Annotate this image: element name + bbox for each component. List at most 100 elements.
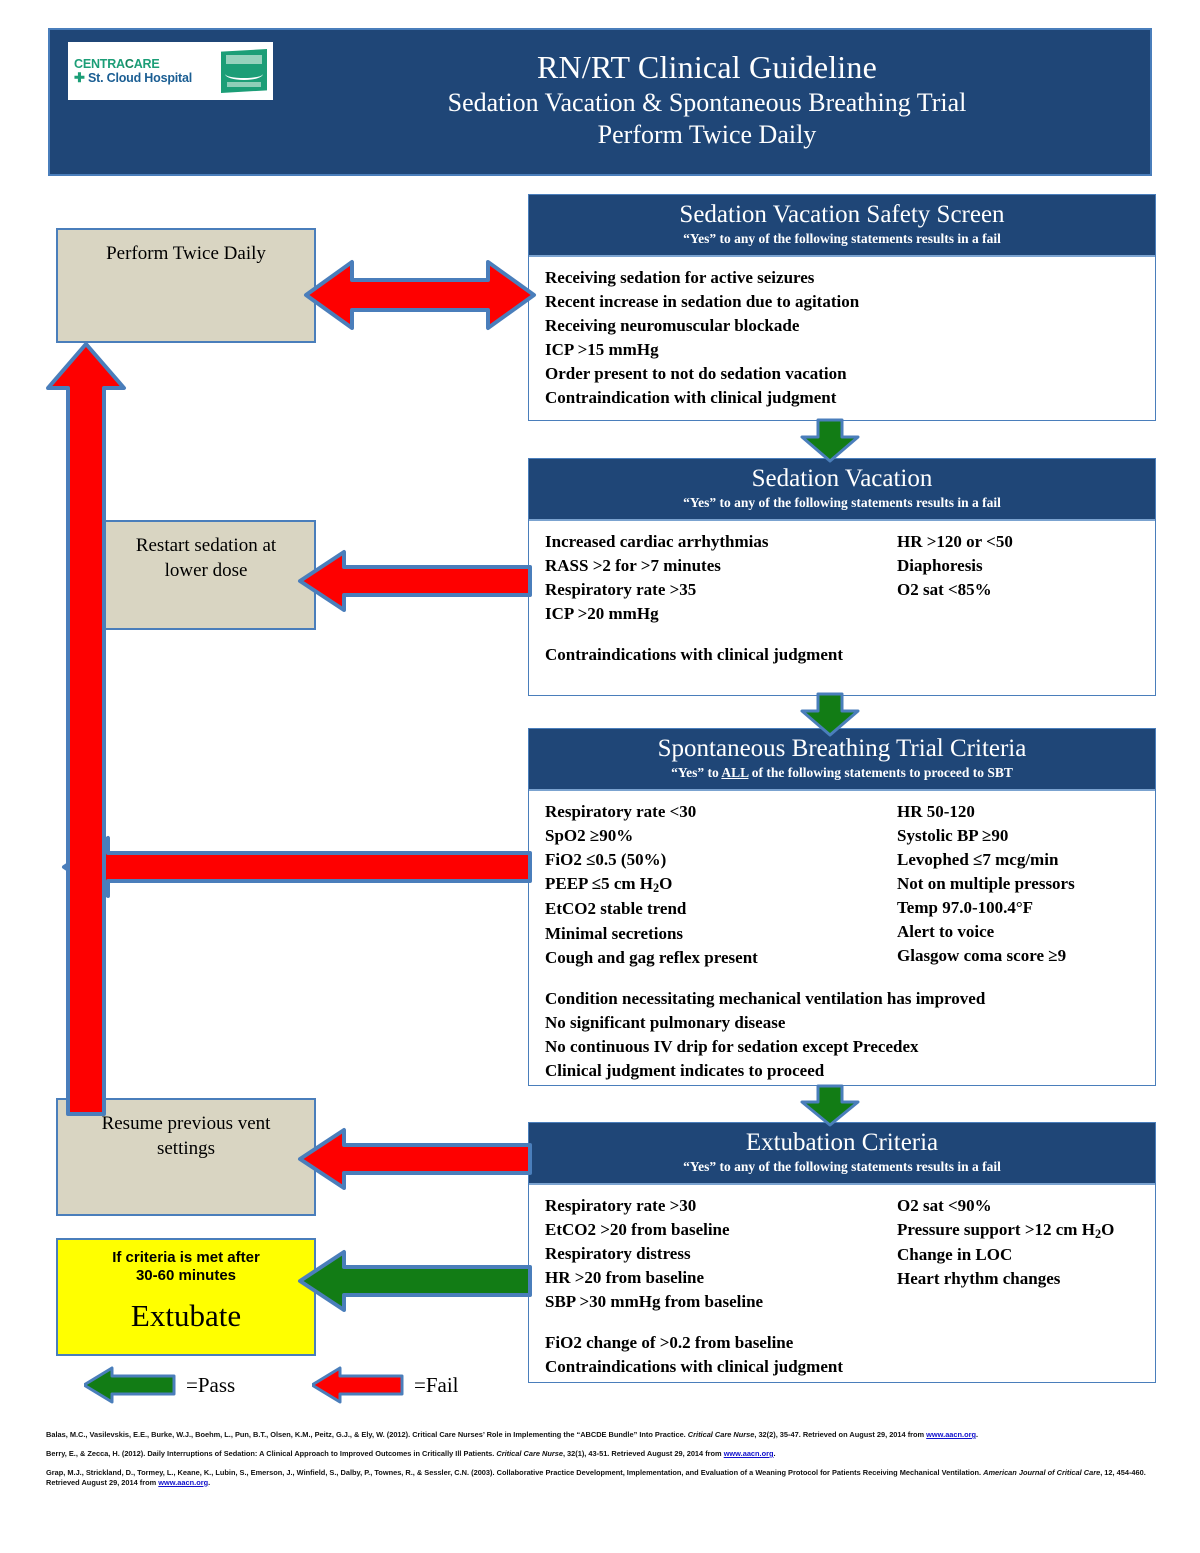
subtitle-emphasis-all: ALL (721, 764, 749, 780)
criterion-item: Respiratory rate >30 (545, 1195, 697, 1215)
criterion-item: Respiratory rate <30 (545, 801, 697, 821)
criterion-item: Levophed ≤7 mcg/min (897, 849, 1059, 869)
panel-subtitle-extubation: “Yes” to any of the following statements… (683, 1158, 1001, 1174)
reference-link[interactable]: www.aacn.org (926, 1430, 977, 1439)
box-resume-vent-line2: settings (156, 1137, 216, 1159)
criterion-item: Not on multiple pressors (897, 874, 1075, 894)
criterion-item: PEEP ≤5 cm H2O (545, 874, 673, 896)
criteria-column-right: O2 sat <90% Pressure support >12 cm H2O … (897, 1194, 1155, 1315)
arrow-double-fail-perform-to-screen (304, 258, 536, 332)
criterion-item: FiO2 ≤0.5 (50%) (545, 849, 667, 869)
legend-pass-arrow-icon (84, 1366, 176, 1404)
panel-title-safety-screen: Sedation Vacation Safety Screen (679, 201, 1005, 228)
legend-pass-label: =Pass (186, 1372, 236, 1397)
arrow-fail-vacation-to-restart (298, 550, 532, 612)
criterion-footer: FiO2 change of >0.2 from baseline (545, 1333, 794, 1353)
criterion-footer: Condition necessitating mechanical venti… (545, 988, 986, 1008)
legend-fail: =Fail (312, 1366, 459, 1404)
panel-sedation-vacation-safety-screen: Sedation Vacation Safety Screen “Yes” to… (528, 194, 1156, 421)
box-perform-twice-daily-label: Perform Twice Daily (106, 243, 266, 264)
box-restart-sedation-line2: lower dose (164, 559, 248, 581)
box-resume-vent-settings[interactable]: Resume previous vent settings (56, 1098, 316, 1216)
criterion-item: O2 sat <90% (897, 1195, 992, 1215)
box-perform-twice-daily[interactable]: Perform Twice Daily (56, 228, 316, 343)
criterion-item: Systolic BP ≥90 (897, 825, 1009, 845)
medical-cross-icon: ✚ (74, 69, 85, 85)
panel-header-sbt: Spontaneous Breathing Trial Criteria “Ye… (529, 729, 1155, 791)
criterion-item: ICP >15 mmHg (545, 340, 659, 360)
panel-header-safety-screen: Sedation Vacation Safety Screen “Yes” to… (529, 195, 1155, 257)
centracare-logo: CENTRACARE ✚ St. Cloud Hospital (68, 42, 273, 100)
criterion-item: Receiving sedation for active seizures (545, 267, 815, 287)
extubate-condition-line1: If criteria is met after (112, 1249, 260, 1266)
criterion-item: ICP >20 mmHg (545, 604, 659, 624)
box-extubate[interactable]: If criteria is met after 30-60 minutes E… (56, 1238, 316, 1356)
reference-journal: Critical Care Nurse (496, 1448, 563, 1458)
page-title: RN/RT Clinical Guideline (536, 49, 878, 85)
criterion-item: Minimal secretions (545, 923, 684, 943)
criterion-item: Temp 97.0-100.4°F (897, 898, 1034, 918)
header-title-block: RN/RT Clinical Guideline Sedation Vacati… (280, 48, 1134, 152)
criterion-item: SpO2 ≥90% (545, 825, 634, 845)
logo-wordmark: CENTRACARE ✚ St. Cloud Hospital (74, 57, 217, 86)
panel-header-extubation: Extubation Criteria “Yes” to any of the … (529, 1123, 1155, 1185)
logo-hospital-line: ✚ St. Cloud Hospital (74, 69, 193, 85)
box-restart-sedation-line1: Restart sedation at (135, 535, 277, 556)
panel-body-sbt: Respiratory rate <30 SpO2 ≥90% FiO2 ≤0.5… (529, 791, 1155, 1092)
panel-title-sbt: Spontaneous Breathing Trial Criteria (657, 735, 1027, 762)
criterion-item: EtCO2 >20 from baseline (545, 1219, 730, 1239)
criterion-item: Diaphoresis (897, 555, 983, 575)
panel-subtitle-safety-screen: “Yes” to any of the following statements… (683, 230, 1001, 246)
arrow-pass-sbt-to-extubation (800, 1084, 860, 1127)
reference-text: , 32(2), 35-47. Retrieved on August 29, … (754, 1430, 927, 1439)
criterion-item: Contraindication with clinical judgment (545, 388, 837, 408)
extubate-action-label: Extubate (130, 1297, 242, 1333)
criterion-item: SBP >30 mmHg from baseline (545, 1292, 764, 1312)
criterion-item: Increased cardiac arrhythmias (545, 531, 769, 551)
criteria-column-right: HR 50-120 Systolic BP ≥90 Levophed ≤7 mc… (897, 800, 1155, 970)
panel-header-sedation-vacation: Sedation Vacation “Yes” to any of the fo… (529, 459, 1155, 521)
reference-text: , 32(1), 43-51. Retrieved August 29, 201… (562, 1448, 724, 1458)
panel-title-extubation: Extubation Criteria (745, 1129, 939, 1156)
criterion-item: Change in LOC (897, 1245, 1013, 1265)
page-subtitle-2: Perform Twice Daily (597, 120, 817, 150)
reference-text: , 12, 454-460. Retrieved August 29, 2014… (46, 1467, 1146, 1487)
criterion-item: Respiratory distress (545, 1243, 691, 1263)
criterion-item: Heart rhythm changes (897, 1269, 1061, 1289)
arrow-pass-extubation-to-extubate (298, 1250, 532, 1312)
logo-brand-line: CENTRACARE (74, 56, 160, 71)
criterion-item: HR >120 or <50 (897, 531, 1013, 551)
criterion-item: Receiving neuromuscular blockade (545, 315, 800, 335)
panel-body-safety-screen: Receiving sedation for active seizures R… (529, 257, 1155, 419)
criteria-column-left: Increased cardiac arrhythmias RASS >2 fo… (545, 530, 897, 627)
panel-body-extubation: Respiratory rate >30 EtCO2 >20 from base… (529, 1185, 1155, 1388)
box-restart-sedation[interactable]: Restart sedation at lower dose (96, 520, 316, 630)
criterion-item: O2 sat <85% (897, 579, 992, 599)
criterion-item: HR 50-120 (897, 801, 975, 821)
reference-text: Balas, M.C., Vasilevskis, E.E., Burke, W… (46, 1430, 688, 1439)
criterion-item: Order present to not do sedation vacatio… (545, 364, 847, 384)
criterion-footer: Contraindications with clinical judgment (545, 645, 843, 665)
criterion-item: RASS >2 for >7 minutes (545, 555, 721, 575)
criterion-footer: Contraindications with clinical judgment (545, 1357, 843, 1377)
panel-subtitle-sedation-vacation: “Yes” to any of the following statements… (683, 494, 1001, 510)
criterion-item: Recent increase in sedation due to agita… (545, 291, 860, 311)
criterion-item: Glasgow coma score ≥9 (897, 946, 1067, 966)
panel-body-sedation-vacation: Increased cardiac arrhythmias RASS >2 fo… (529, 521, 1155, 676)
criteria-column-left: Respiratory rate >30 EtCO2 >20 from base… (545, 1194, 897, 1315)
legend-fail-label: =Fail (414, 1372, 459, 1397)
panel-title-sedation-vacation: Sedation Vacation (751, 465, 933, 492)
page-subtitle-1: Sedation Vacation & Spontaneous Breathin… (447, 88, 967, 118)
criterion-footer: Clinical judgment indicates to proceed (545, 1061, 825, 1081)
references-list: Balas, M.C., Vasilevskis, E.E., Burke, W… (46, 1430, 1156, 1497)
reference-link[interactable]: www.aacn.org (158, 1477, 209, 1487)
criterion-footer: No continuous IV drip for sedation excep… (545, 1037, 919, 1057)
panel-subtitle-sbt: “Yes” to ALL of the following statements… (671, 764, 1013, 780)
reference-text: Berry, E., & Zecca, H. (2012). Daily Int… (46, 1448, 497, 1458)
legend-pass: =Pass (84, 1366, 235, 1404)
criterion-item: Respiratory rate >35 (545, 579, 697, 599)
reference-link[interactable]: www.aacn.org (723, 1448, 774, 1458)
arrow-fail-sbt-to-restart-path (62, 836, 532, 898)
extubate-condition-line2: 30-60 minutes (135, 1267, 237, 1285)
panel-sedation-vacation: Sedation Vacation “Yes” to any of the fo… (528, 458, 1156, 696)
